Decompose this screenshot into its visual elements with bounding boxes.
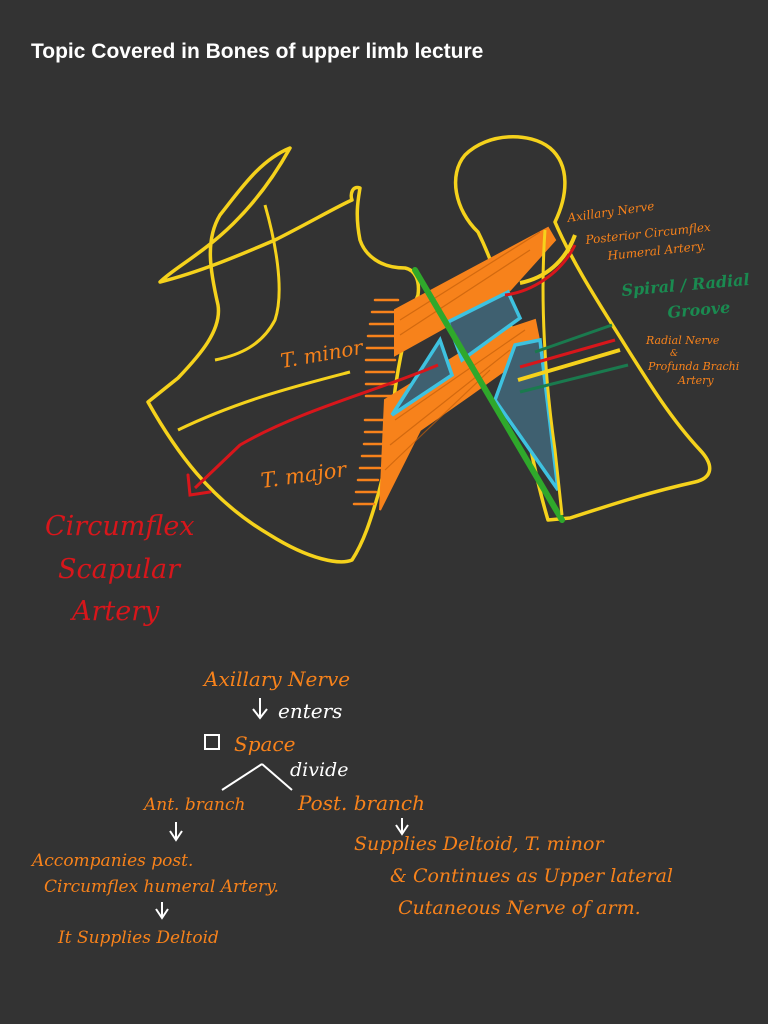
- note-space: Space: [234, 732, 295, 756]
- note-ant-branch: Ant. branch: [142, 795, 245, 815]
- note-post-1: Supplies Deltoid, T. minor: [354, 833, 605, 855]
- square-space-icon: [204, 734, 220, 750]
- down-arrow-icon-2: [169, 822, 183, 842]
- down-arrow-icon-3: [395, 818, 409, 836]
- note-axillary-nerve: Axillary Nerve: [202, 667, 350, 691]
- radial-nerve-label: Radial Nerve: [645, 334, 720, 347]
- page-title: Topic Covered in Bones of upper limb lec…: [31, 40, 484, 63]
- down-arrow-icon: [252, 698, 268, 720]
- note-accompanies-2: Circumflex humeral Artery.: [44, 877, 279, 897]
- triangular-space-upper: [390, 336, 455, 417]
- spiral-groove-line-2: [519, 363, 629, 394]
- spiral-groove-line-1: [534, 323, 613, 354]
- t-major-label: T. major: [259, 457, 349, 493]
- circumflex-label-2: Scapular: [58, 554, 182, 585]
- note-post-3: Cutaneous Nerve of arm.: [398, 897, 641, 919]
- note-post-branch: Post. branch: [297, 791, 425, 815]
- radial-artery-label: Artery: [677, 374, 714, 387]
- posterior-circumflex-artery-line: [504, 244, 577, 297]
- axillary-nerve-label: Axillary Nerve: [565, 199, 655, 225]
- note-accompanies-1: Accompanies post.: [30, 851, 193, 871]
- branch-lines: [221, 763, 293, 791]
- spiral-groove-label-1: Spiral / Radial: [621, 270, 751, 300]
- note-divide: divide: [290, 759, 348, 781]
- radial-nerve-line: [517, 348, 621, 382]
- axillary-nerve-line: [519, 234, 577, 285]
- scapula-inner-line: [214, 204, 281, 362]
- scapula-lateral-line: [177, 370, 351, 432]
- radial-artery-line: [519, 338, 616, 369]
- spiral-groove-label-2: Groove: [667, 298, 731, 322]
- circumflex-label-3: Artery: [69, 596, 160, 627]
- down-arrow-icon-4: [155, 902, 169, 920]
- note-post-2: & Continues as Upper lateral: [390, 865, 673, 887]
- note-supplies-deltoid: It Supplies Deltoid: [57, 928, 219, 948]
- circumflex-label-1: Circumflex: [45, 511, 195, 542]
- t-minor-label: T. minor: [279, 335, 366, 373]
- circumflex-scapular-artery-arrow: [193, 363, 439, 490]
- muscle-fiber-lines: [384, 231, 541, 471]
- radial-amp-label: &: [670, 349, 678, 359]
- note-enters: enters: [278, 699, 342, 723]
- long-head-triceps: [412, 267, 565, 523]
- arrow-head-icon: [186, 473, 212, 497]
- profunda-brachii-label: Profunda Brachi: [647, 360, 739, 373]
